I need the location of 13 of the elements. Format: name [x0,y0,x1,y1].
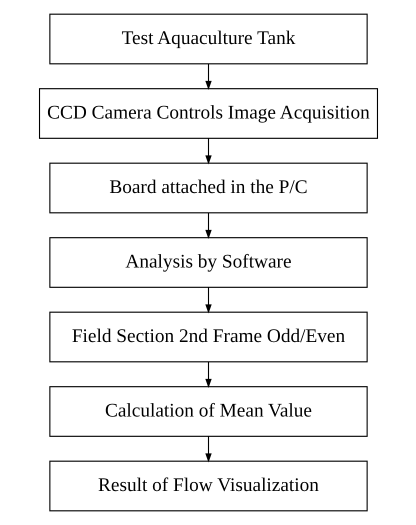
node-box: Analysis by Software [48,237,368,288]
node-box: Field Section 2nd Frame Odd/Even [48,312,368,362]
node-box: CCD Camera Controls Image Acquisition [38,88,378,139]
node-box: Calculation of Mean Value [48,386,368,437]
arrow [204,138,212,165]
node-box: Board attached in the P/C [48,162,368,214]
arrow [204,64,212,90]
arrow [204,287,212,314]
arrow [204,436,212,462]
arrow [204,362,212,388]
arrow [204,212,212,240]
node-box: Result of Flow Visualization [48,460,368,512]
node-box: Test Aquaculture Tank [48,14,368,64]
